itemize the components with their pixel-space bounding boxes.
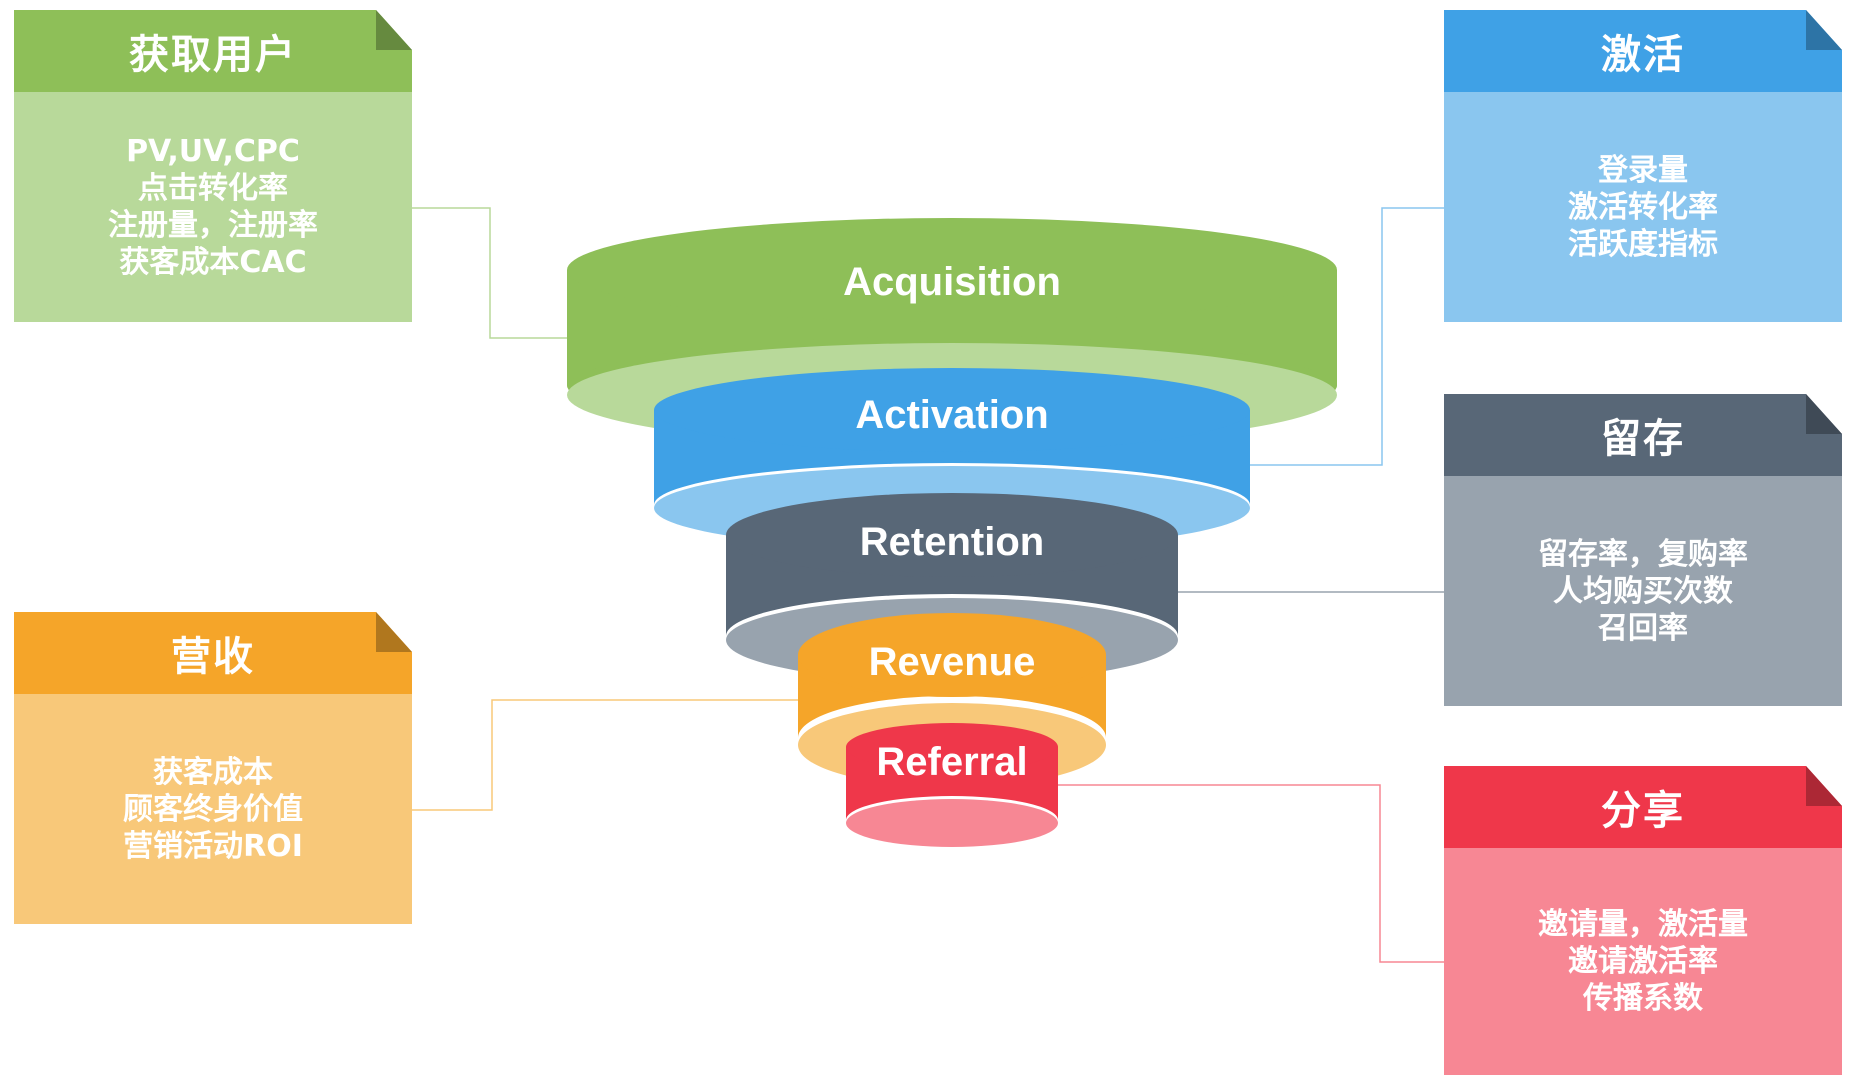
- box-retention: 留存 留存率，复购率 人均购买次数 召回率: [1444, 394, 1842, 706]
- funnel-label-activation: Activation: [855, 393, 1048, 437]
- box-referral-line: 传播系数: [1583, 981, 1703, 1016]
- box-revenue-line: 营销活动ROI: [123, 828, 303, 864]
- box-referral-line: 邀请激活率: [1568, 944, 1718, 979]
- box-referral-fold: [1806, 766, 1842, 806]
- box-acquisition-title: 获取用户: [129, 32, 297, 78]
- box-retention-fold: [1806, 394, 1842, 434]
- box-revenue-line: 顾客终身价值: [123, 791, 303, 827]
- box-activation-fold: [1806, 10, 1842, 50]
- box-acquisition-body: PV,UV,CPC 点击转化率 注册量，注册率 获客成本CAC: [14, 92, 412, 322]
- box-retention-line: 人均购买次数: [1553, 573, 1733, 609]
- box-referral-header: 分享: [1444, 766, 1842, 848]
- box-revenue-header: 营收: [14, 612, 412, 694]
- box-revenue-title: 营收: [171, 634, 255, 680]
- connector-referral: [1058, 784, 1444, 963]
- box-acquisition-header: 获取用户: [14, 10, 412, 92]
- box-referral: 分享 邀请量，激活量 邀请激活率 传播系数: [1444, 766, 1842, 1075]
- funnel-label-revenue: Revenue: [869, 640, 1036, 684]
- funnel-label-acquisition: Acquisition: [843, 260, 1061, 304]
- box-referral-title: 分享: [1601, 788, 1685, 834]
- box-activation-line: 活跃度指标: [1568, 226, 1718, 262]
- box-activation-header: 激活: [1444, 10, 1842, 92]
- funnel-label-referral: Referral: [876, 740, 1027, 784]
- box-retention-header: 留存: [1444, 394, 1842, 476]
- box-retention-body: 留存率，复购率 人均购买次数 召回率: [1444, 476, 1842, 706]
- box-retention-line: 留存率，复购率: [1538, 536, 1748, 572]
- connector-acquisition: [412, 207, 570, 339]
- box-activation-line: 登录量: [1598, 152, 1688, 188]
- box-retention-title: 留存: [1601, 416, 1685, 462]
- funnel-layer-referral: Referral: [846, 723, 1058, 847]
- box-activation: 激活 登录量 激活转化率 活跃度指标: [1444, 10, 1842, 322]
- box-acquisition-line: 获客成本CAC: [119, 245, 307, 280]
- box-activation-body: 登录量 激活转化率 活跃度指标: [1444, 92, 1842, 322]
- box-acquisition-line: 注册量，注册率: [108, 208, 318, 243]
- box-referral-line: 邀请量，激活量: [1538, 907, 1748, 942]
- box-activation-title: 激活: [1601, 32, 1685, 78]
- box-revenue: 营收 获客成本 顾客终身价值 营销活动ROI: [14, 612, 412, 924]
- box-retention-line: 召回率: [1598, 610, 1688, 646]
- box-acquisition: 获取用户 PV,UV,CPC 点击转化率 注册量，注册率 获客成本CAC: [14, 10, 412, 322]
- connector-revenue: [412, 699, 800, 811]
- box-acquisition-fold: [376, 10, 412, 50]
- connector-activation: [1250, 207, 1444, 466]
- box-revenue-fold: [376, 612, 412, 652]
- box-activation-line: 激活转化率: [1568, 189, 1718, 225]
- box-acquisition-line: PV,UV,CPC: [126, 134, 300, 169]
- box-acquisition-line: 点击转化率: [138, 171, 288, 206]
- box-revenue-body: 获客成本 顾客终身价值 营销活动ROI: [14, 694, 412, 924]
- funnel-label-retention: Retention: [860, 520, 1044, 564]
- box-revenue-line: 获客成本: [153, 754, 273, 790]
- box-referral-body: 邀请量，激活量 邀请激活率 传播系数: [1444, 848, 1842, 1075]
